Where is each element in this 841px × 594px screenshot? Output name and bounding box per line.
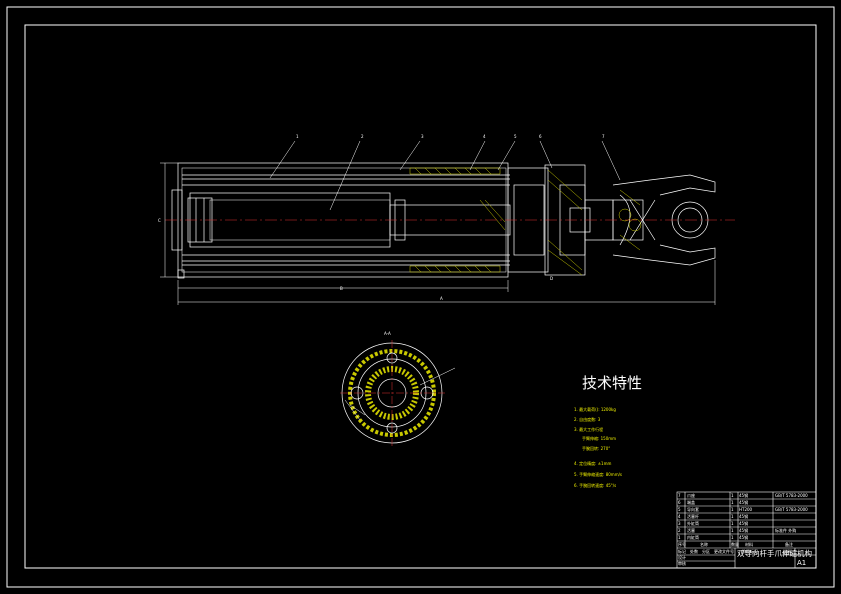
leader-lines: [269, 140, 621, 211]
assembly-view: [171, 162, 716, 279]
header-material: 材料: [745, 541, 753, 547]
parts-list-cell: 45钢: [739, 492, 748, 498]
parts-list-cell: GB/T 5783-2000: [775, 493, 808, 498]
parts-list-cell: 1: [731, 500, 734, 505]
part-label-6: 6: [539, 134, 542, 139]
part-label-2: 2: [361, 134, 364, 139]
tech-item-8: 6. 手腕回转速度: 45°/s: [574, 482, 616, 488]
part-label-4: 4: [483, 134, 486, 139]
parts-list-cell: 1: [731, 514, 734, 519]
dimension-b: B: [340, 286, 343, 291]
parts-list-cell: 活塞: [687, 527, 695, 533]
part-label-3: 3: [421, 134, 424, 139]
parts-list-cell: 标准件 外购: [775, 527, 796, 533]
part-numbers: 1 2 3 4 5 6 7: [296, 134, 605, 139]
sheet-size: A1: [797, 559, 806, 567]
inner-border: [24, 24, 817, 569]
parts-list-cell: 45钢: [739, 534, 748, 540]
header-remark: 备注: [785, 541, 793, 547]
dimension-a: A: [440, 296, 443, 301]
parts-list-cell: 7: [678, 493, 681, 498]
section-view: [340, 340, 456, 446]
sign-zone: 分区: [702, 548, 710, 554]
tech-item-5: 手腕回转: 270°: [582, 445, 610, 451]
parts-list-cell: 1: [731, 507, 734, 512]
scale-label: 比例: [783, 548, 791, 554]
parts-list-cell: 45钢: [739, 520, 748, 526]
parts-list-cell: 45钢: [739, 513, 748, 519]
parts-list-cell: 1: [731, 535, 734, 540]
parts-list-cell: 4: [678, 514, 681, 519]
parts-list-cell: 45钢: [739, 527, 748, 533]
parts-list-cell: 45钢: [739, 499, 748, 505]
tech-items: 1. 最大载荷(): 1200kg 2. 自由度数: 3 3. 最大工作行程 手…: [574, 406, 622, 488]
parts-list-cell: 5: [678, 507, 681, 512]
part-label-1: 1: [296, 134, 299, 139]
tech-item-2: 2. 自由度数: 3: [574, 416, 601, 422]
parts-list-cell: 1: [731, 528, 734, 533]
small-design: 设计: [678, 554, 686, 560]
dimension-c: C: [158, 218, 161, 223]
dimension-lines: [160, 162, 716, 305]
tech-item-7: 5. 手臂伸缩速度: 80mm/s: [574, 471, 622, 477]
stage-label: 阶段标记: [742, 548, 758, 554]
parts-list-cell: 1: [731, 521, 734, 526]
sign-mark: 标记: [678, 548, 686, 554]
header-name: 名称: [700, 541, 708, 547]
parts-list-cell: 端盖: [687, 499, 695, 505]
parts-list-cell: GB/T 5783-2000: [775, 507, 808, 512]
drawing-title: 双导向杆手爪伸缩机构: [737, 548, 812, 558]
sign-count: 处数: [690, 548, 698, 554]
tech-title: 技术特性: [582, 374, 642, 392]
header-no: 序号: [678, 541, 686, 547]
sign-doc: 更改文件号: [714, 548, 734, 554]
title-block: [676, 491, 817, 569]
tech-item-6: 4. 定位精度: ±1mm: [574, 460, 611, 466]
section-label: A-A: [384, 331, 391, 336]
dimension-d: D: [550, 276, 553, 281]
parts-list-cell: 3: [678, 521, 681, 526]
part-label-7: 7: [602, 134, 605, 139]
small-check: 审核: [678, 560, 686, 566]
tech-item-3: 3. 最大工作行程: [574, 426, 603, 432]
parts-list-cell: 1: [678, 535, 681, 540]
parts-list-cell: 内缸筒: [687, 534, 699, 540]
assembly-hatching: [409, 167, 642, 276]
tech-item-4: 手臂伸缩: 150mm: [582, 435, 616, 441]
parts-list-cell: 外缸筒: [687, 520, 699, 526]
header-qty: 数量: [731, 541, 739, 547]
parts-list-cell: 1: [731, 493, 734, 498]
parts-list-cell: 导向套: [687, 506, 699, 512]
parts-list-cell: 6: [678, 500, 681, 505]
parts-list-cell: 活塞杆: [687, 513, 699, 519]
parts-list-cell: 2: [678, 528, 681, 533]
parts-list-cell: 爪座: [687, 492, 695, 498]
tech-item-1: 1. 最大载荷(): 1200kg: [574, 406, 616, 412]
part-label-5: 5: [514, 134, 517, 139]
parts-list-cell: HT200: [739, 507, 753, 512]
outer-border: [6, 6, 835, 588]
title-block-header: 序号 名称 数量 材料 备注 标记 处数 分区 更改文件号 设计 审核 阶段标记…: [678, 541, 793, 566]
